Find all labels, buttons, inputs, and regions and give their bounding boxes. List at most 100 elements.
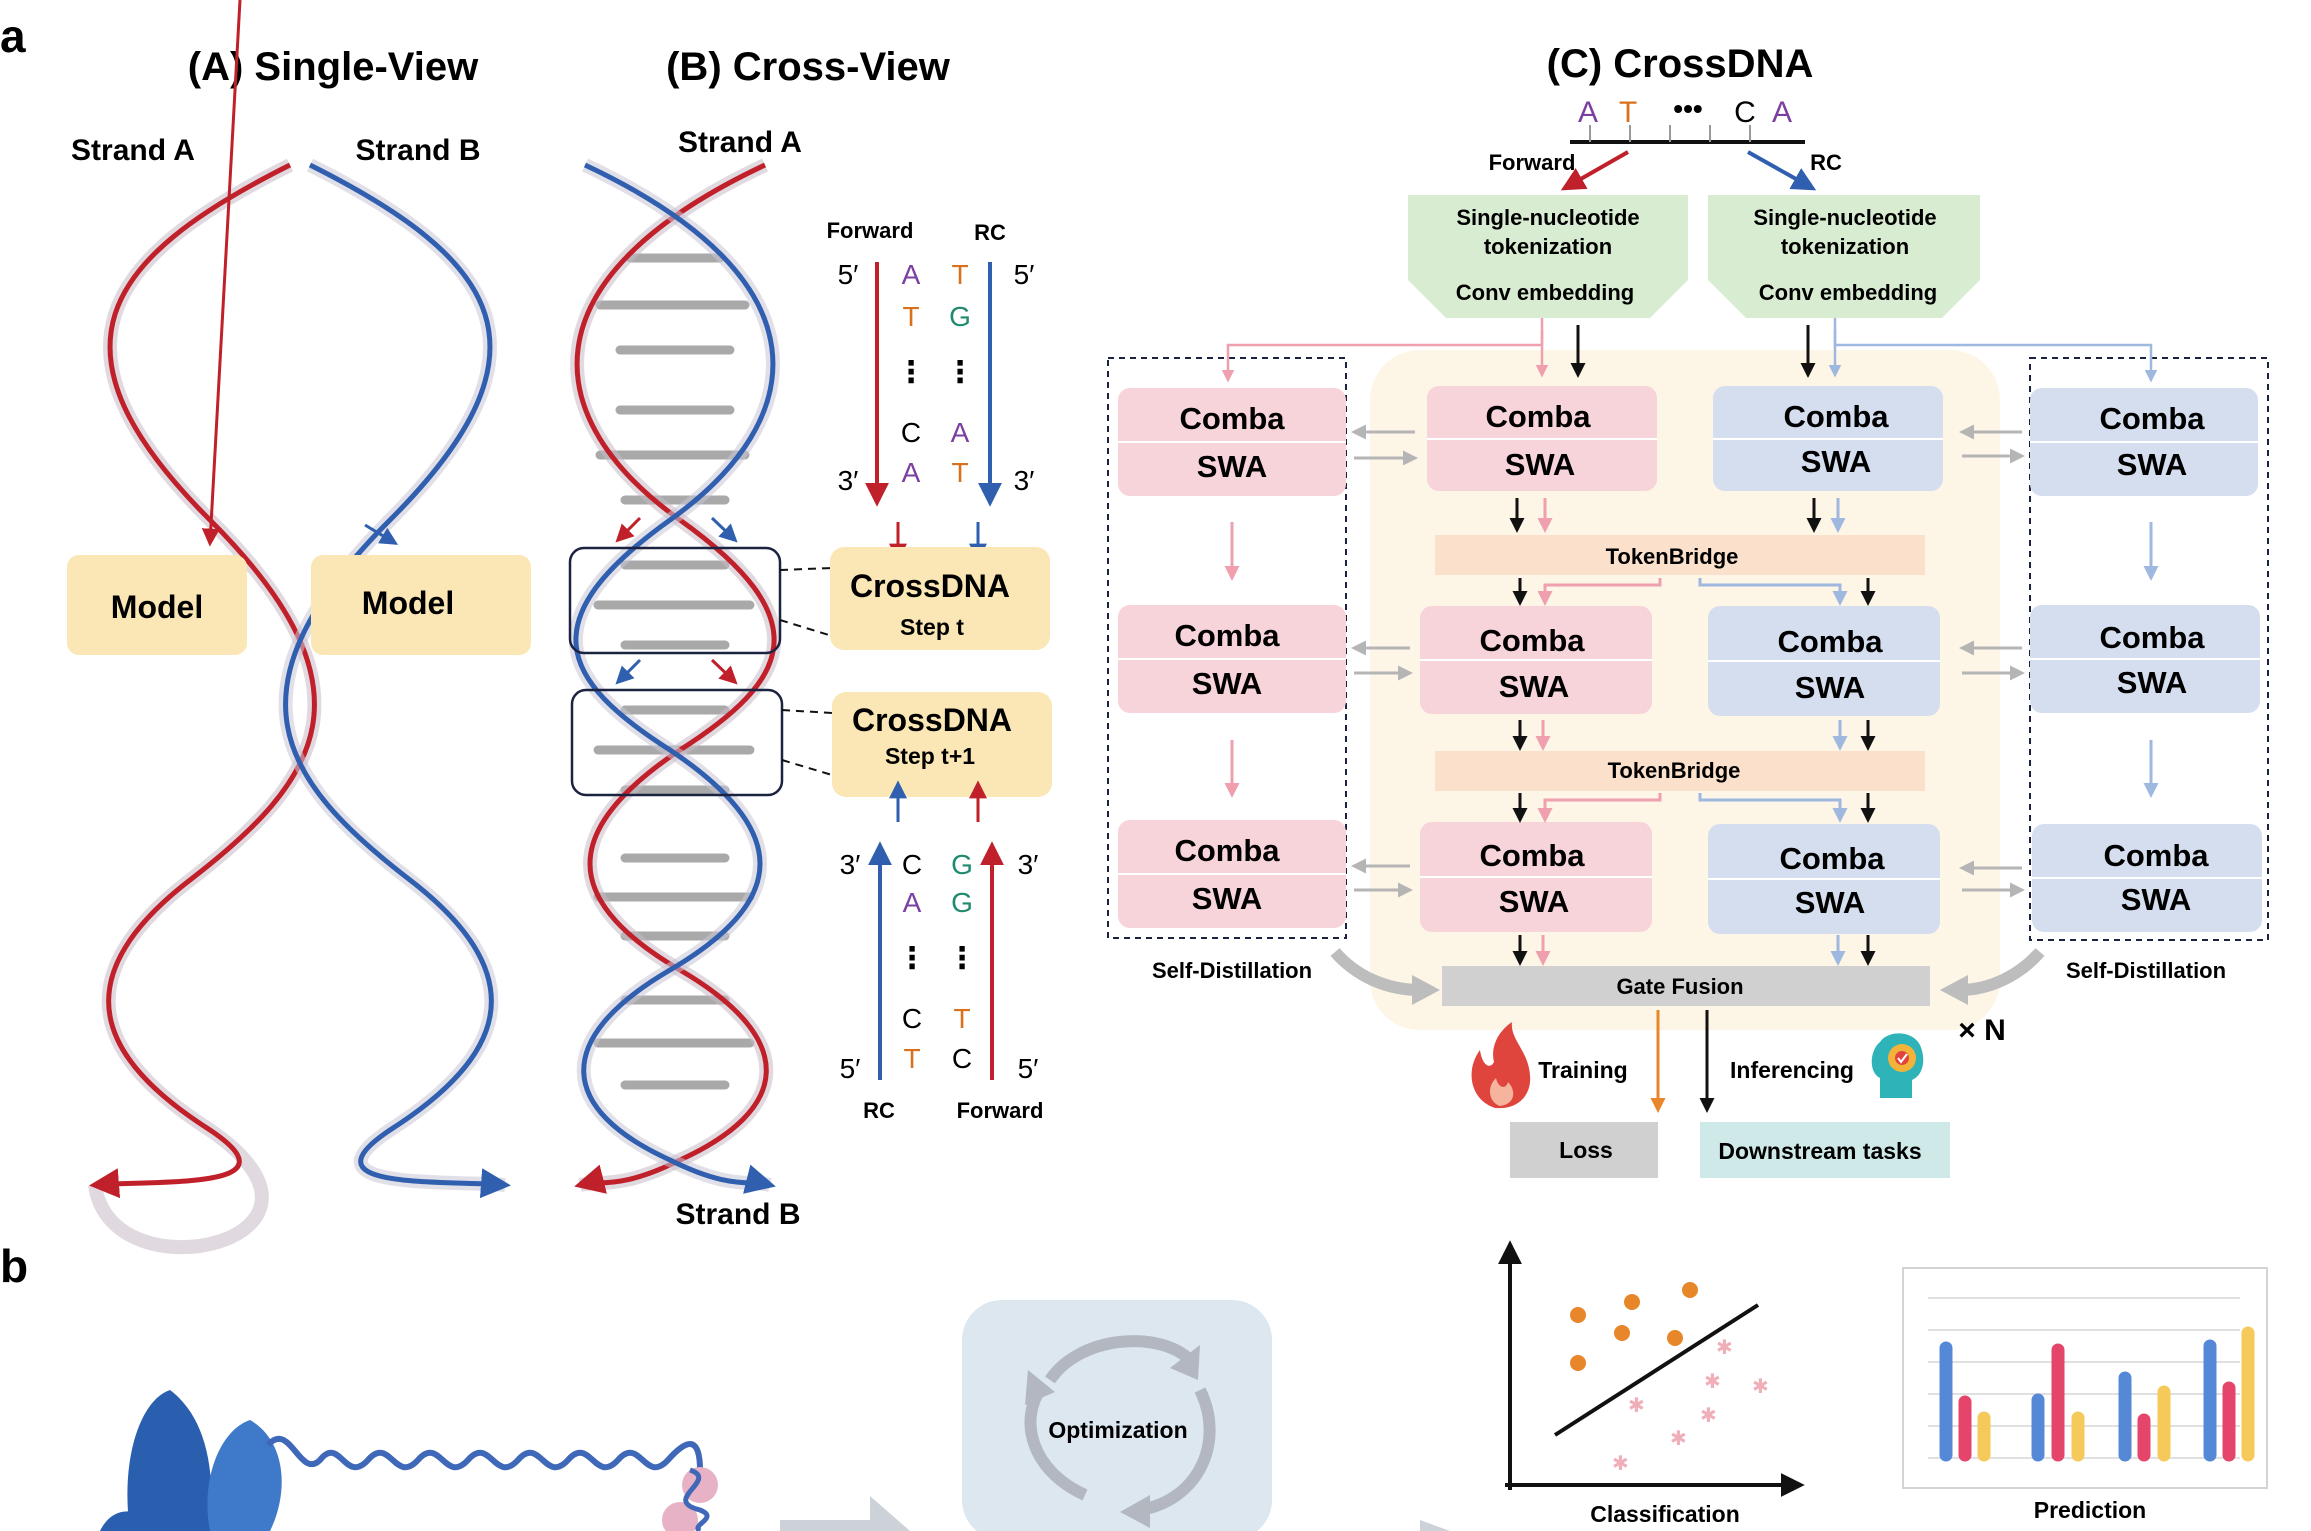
- block-center-right-1: Comba SWA: [1713, 386, 1943, 491]
- token-bridge-2-label: TokenBridge: [1608, 758, 1741, 783]
- top-right-5prime: 5′: [1014, 259, 1035, 290]
- crossdna-step-t-box: [830, 547, 1050, 650]
- prediction-label: Prediction: [2034, 1497, 2146, 1523]
- top-fwd-ellipsis: ⋮: [896, 356, 926, 389]
- classification-boundary: [1553, 1303, 1760, 1437]
- tokenizer-right: [1708, 195, 1980, 318]
- tokenizer-right-line1: Single-nucleotide: [1753, 205, 1936, 230]
- step-t-red-arrow: [615, 516, 642, 543]
- bottom-rc-ellipsis: ⋮: [897, 942, 927, 975]
- training-label: Training: [1538, 1057, 1627, 1083]
- bottom-rc-base-2: A: [903, 887, 922, 918]
- loss-box: [1510, 1122, 1658, 1178]
- prediction-bars: [1939, 1326, 2255, 1462]
- central-flow-arrows: [1509, 498, 1876, 966]
- block-center-left-3: Comba SWA: [1420, 822, 1652, 932]
- rc-split-arrow: [1747, 150, 1817, 191]
- crossdna-rc-label: RC: [1810, 150, 1842, 175]
- gate-fusion: [1442, 966, 1930, 1006]
- svg-text:✱: ✱: [1752, 1376, 1769, 1398]
- block-center-left-1-top: Comba: [1485, 399, 1591, 434]
- classification-class1-points: [1570, 1282, 1698, 1371]
- pipeline-arrow-1: [780, 1496, 910, 1531]
- protein-structure-icon: [100, 1390, 718, 1531]
- fire-icon: [1471, 1022, 1531, 1109]
- distill-right-curve-head: [1940, 975, 1968, 1005]
- top-rc-base-4: T: [951, 457, 968, 488]
- tokenizer-left-line2: tokenization: [1484, 234, 1612, 259]
- cross-view-strand-a-label: Strand A: [678, 126, 802, 159]
- self-distillation-right: Self-Distillation: [2066, 958, 2226, 983]
- input-base-1: A: [1578, 96, 1598, 129]
- bottom-fwd-base-1: G: [951, 849, 973, 880]
- cross-view-strand-a: [570, 158, 781, 1194]
- gate-fusion-label: Gate Fusion: [1616, 974, 1743, 999]
- block-left-3: Comba SWA: [1118, 820, 1346, 928]
- tokenizer-left-line1: Single-nucleotide: [1456, 205, 1639, 230]
- step-t-blue-arrow: [710, 516, 738, 543]
- top-fwd-base-4: A: [902, 457, 921, 488]
- brain-gear-icon: [1871, 1033, 1924, 1098]
- optimization-label: Optimization: [1048, 1417, 1187, 1443]
- block-center-left-1: Comba SWA: [1427, 386, 1657, 491]
- optimization-cycle-head-3: [1025, 1370, 1055, 1405]
- tokenizer-left-line3: Conv embedding: [1456, 280, 1634, 305]
- tokenizer-right-line2: tokenization: [1781, 234, 1909, 259]
- bottom-fwd-ellipsis: ⋮: [947, 942, 977, 975]
- block-center-right-3: Comba SWA: [1708, 824, 1940, 934]
- top-forward-label: Forward: [827, 218, 914, 243]
- distill-left-curve: [1330, 947, 1421, 996]
- downstream-label: Downstream tasks: [1718, 1138, 1921, 1164]
- svg-text:✱: ✱: [1612, 1453, 1629, 1475]
- svg-text:✱: ✱: [1704, 1371, 1721, 1393]
- cross-view-strand-b: [569, 158, 780, 1194]
- dash-connector-2: [779, 619, 833, 637]
- input-ellipsis: •••: [1673, 93, 1702, 124]
- tokenizer-right-line3: Conv embedding: [1759, 280, 1937, 305]
- token-bridge-2: [1435, 751, 1925, 791]
- svg-text:✱: ✱: [1700, 1405, 1717, 1427]
- top-rc-label: RC: [974, 220, 1006, 245]
- block-left-2: Comba SWA: [1118, 605, 1346, 713]
- distill-left-curve-head: [1412, 975, 1440, 1005]
- block-center-left-2-top: Comba: [1479, 623, 1585, 658]
- bottom-right-3prime: 3′: [1018, 849, 1039, 880]
- input-sequence-ticks: [1589, 125, 1751, 142]
- crossdna-title: (C) CrossDNA: [1547, 42, 1814, 86]
- single-view-strand-a-label: Strand A: [71, 134, 195, 167]
- model-box-left-label: Model: [111, 589, 203, 625]
- model-box-left: [67, 555, 247, 655]
- bottom-rc-label: RC: [863, 1098, 895, 1123]
- block-right-2: Comba SWA: [2030, 605, 2260, 713]
- dash-connector-3: [781, 709, 833, 714]
- top-rc-base-2: G: [949, 301, 971, 332]
- dash-connector-1: [779, 567, 833, 571]
- top-left-3prime: 3′: [838, 465, 859, 496]
- loss-label: Loss: [1559, 1137, 1613, 1163]
- block-right-1-bottom: SWA: [2117, 447, 2188, 482]
- crossdna-step-t-title: CrossDNA: [850, 568, 1010, 604]
- bottom-rc-base-1: C: [902, 849, 922, 880]
- classification-label: Classification: [1590, 1501, 1740, 1527]
- dash-connector-4: [781, 759, 833, 776]
- crossdna-forward-label: Forward: [1489, 150, 1576, 175]
- svg-text:✱: ✱: [1628, 1395, 1645, 1417]
- single-view-blue-arrow: [364, 523, 399, 545]
- block-center-right-1-bottom: SWA: [1801, 444, 1872, 479]
- optimization-cycle-arc-1: [1045, 1335, 1195, 1384]
- optimization-box: [962, 1300, 1272, 1531]
- crossdna-step-t1-sub: Step t+1: [885, 743, 975, 769]
- panel-b-letter: b: [0, 1240, 28, 1292]
- crossdna-step-t1-box: [832, 692, 1052, 797]
- top-rc-base-1: T: [951, 259, 968, 290]
- input-base-2: T: [1619, 96, 1637, 129]
- crossdna-step-t1-title: CrossDNA: [852, 702, 1012, 738]
- bottom-fwd-base-4: C: [952, 1043, 972, 1074]
- token-bridge-1-label: TokenBridge: [1606, 544, 1739, 569]
- top-left-5prime: 5′: [838, 259, 859, 290]
- block-center-right-2: Comba SWA: [1708, 606, 1940, 716]
- top-rc-ellipsis: ⋮: [945, 356, 975, 389]
- bottom-fwd-base-2: G: [951, 887, 973, 918]
- block-center-right-2-top: Comba: [1777, 624, 1883, 659]
- bottom-left-5prime: 5′: [840, 1053, 861, 1084]
